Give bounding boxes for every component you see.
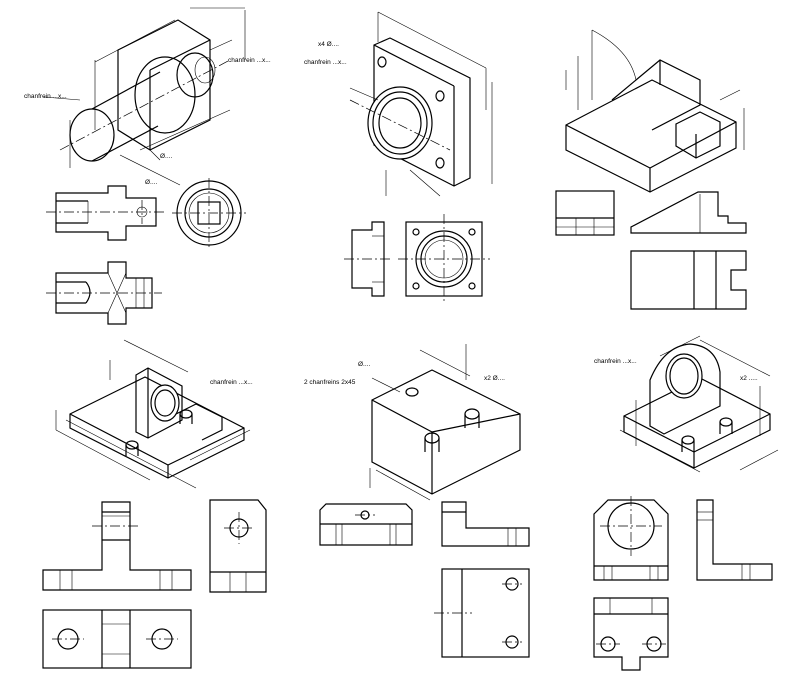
part5-side-view (441, 501, 530, 547)
part5-top-view (434, 568, 530, 658)
p1-chamfer-right-label: chanfrein ...x... (228, 57, 271, 64)
part2-isometric (349, 11, 493, 197)
p6-chamfer-label: chanfrein ...x... (594, 358, 637, 365)
part3-top-view (630, 250, 747, 310)
part3-side-view (555, 190, 615, 236)
part5-isometric (369, 344, 521, 501)
part4-side-view (209, 499, 267, 593)
p1-chamfer-left-label: chanfrein ...x... (24, 93, 67, 100)
part6-isometric (619, 335, 779, 473)
p4-chamfer-label: chanfrein ...x... (210, 379, 253, 386)
part6-front-view (593, 496, 669, 581)
p6-holes-label: x2 ..... (740, 375, 758, 382)
part4-front-view (42, 501, 192, 591)
p2-holes-label: x4 Ø.... (318, 41, 339, 48)
part1-side-view (172, 178, 246, 248)
part4-isometric (55, 339, 251, 489)
p2-chamfer-label: chanfrein ...x... (304, 59, 347, 66)
part1-isometric (43, 7, 246, 186)
p1-diameter-b-label: Ø.... (145, 179, 157, 186)
part2-front-view (398, 214, 490, 304)
part1-front-view (46, 185, 166, 241)
p5-chamfers-label: 2 chanfreins 2x45 (304, 379, 356, 386)
part3-isometric (565, 29, 745, 193)
part1-bottom-view (46, 261, 162, 325)
part3-front-view (630, 191, 747, 234)
part6-top-view (593, 597, 669, 671)
part6-side-view (696, 499, 773, 581)
part4-top-view (42, 609, 192, 669)
p5-diameter-label: Ø.... (358, 361, 370, 368)
p1-diameter-a-label: Ø.... (160, 153, 172, 160)
part2-side-view (344, 221, 392, 297)
part5-front-view (319, 503, 413, 546)
p5-holes-label: x2 Ø.... (484, 375, 505, 382)
